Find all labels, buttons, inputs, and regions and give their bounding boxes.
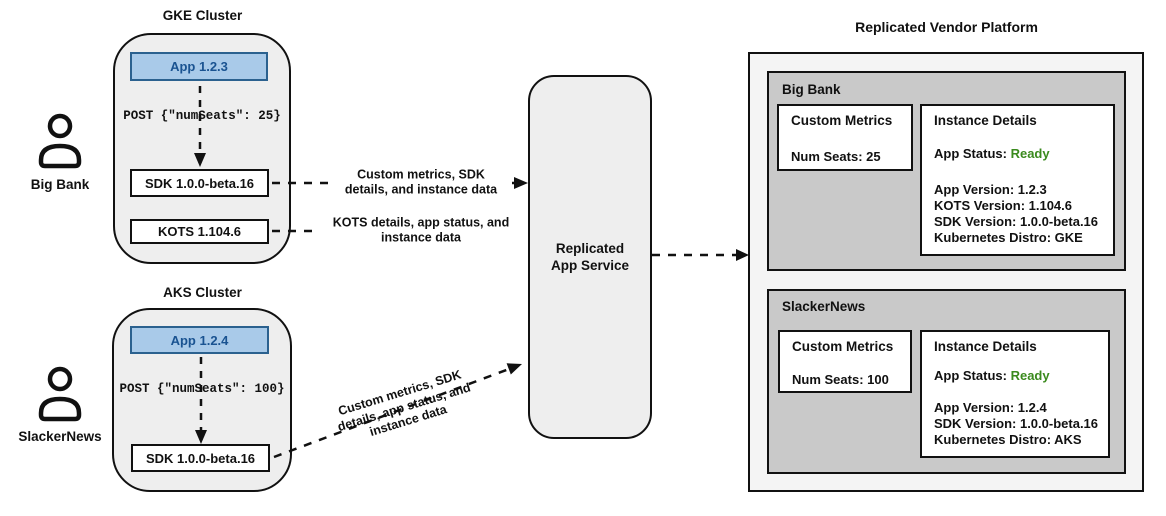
gke-cluster: App 1.2.3 POST {"numSeats": 25} SDK 1.0.… [113,33,291,264]
vendor-platform-title: Replicated Vendor Platform [855,19,1038,35]
replicated-app-service-label: Replicated App Service [550,241,630,273]
sdk-to-service-arrow-label: Custom metrics, SDK details, and instanc… [333,166,509,198]
app-status-line: App Status: Ready [934,146,1050,161]
replicated-app-service: Replicated App Service [528,75,652,439]
app-version-line: App Version: 1.2.3 [934,182,1047,197]
customer-name: SlackerNews [782,299,866,314]
instance-details-card: Instance Details App Status: Ready App V… [920,330,1110,458]
vendor-platform: Big Bank Custom Metrics Num Seats: 25 In… [748,52,1144,492]
num-seats-value: Num Seats: 25 [791,149,881,164]
num-seats-value: Num Seats: 100 [792,372,889,387]
aks-sdk-to-service-arrowhead [506,363,522,375]
custom-metrics-card: Custom Metrics Num Seats: 100 [778,330,912,393]
gke-sdk-node: SDK 1.0.0-beta.16 [130,169,269,197]
custom-metrics-title: Custom Metrics [791,113,893,128]
big-bank-user-icon [38,113,82,169]
instance-detail-lines: App Version: 1.2.3 KOTS Version: 1.104.6… [934,182,1098,246]
instance-details-title: Instance Details [934,113,1037,128]
big-bank-user-label: Big Bank [30,177,90,192]
customer-panel-big-bank: Big Bank Custom Metrics Num Seats: 25 In… [767,71,1126,271]
app-status-value: Ready [1010,368,1050,383]
gke-app-node: App 1.2.3 [130,52,268,81]
gke-sdk-to-service-arrowhead [514,177,528,189]
gke-post-request: POST {"numSeats": 25} [121,108,283,124]
instance-detail-lines: App Version: 1.2.4 SDK Version: 1.0.0-be… [934,400,1098,448]
gke-kots-node: KOTS 1.104.6 [130,219,269,244]
kubernetes-distro-line: Kubernetes Distro: GKE [934,230,1083,245]
aks-sdk-to-service-arrow-label: Custom metrics, SDK details, app status,… [335,367,473,440]
app-status-value: Ready [1010,146,1050,161]
customer-name: Big Bank [782,82,841,97]
slackernews-user-icon [38,366,82,422]
aks-cluster-title: AKS Cluster [163,285,242,300]
aks-app-node: App 1.2.4 [130,326,269,354]
app-status-line: App Status: Ready [934,368,1050,383]
aks-sdk-node: SDK 1.0.0-beta.16 [131,444,270,472]
app-version-line: App Version: 1.2.4 [934,400,1047,415]
aks-cluster: App 1.2.4 POST {"numSeats": 100} SDK 1.0… [112,308,292,492]
instance-details-card: Instance Details App Status: Ready App V… [920,104,1115,256]
customer-panel-slackernews: SlackerNews Custom Metrics Num Seats: 10… [767,289,1126,474]
sdk-version-line: SDK Version: 1.0.0-beta.16 [934,214,1099,229]
custom-metrics-card: Custom Metrics Num Seats: 25 [777,104,913,171]
slackernews-user-label: SlackerNews [18,429,102,444]
app-status-label: App Status: [934,146,1007,161]
sdk-version-line: SDK Version: 1.0.0-beta.16 [934,416,1099,431]
kubernetes-distro-line: Kubernetes Distro: AKS [934,432,1082,447]
app-status-label: App Status: [934,368,1007,383]
instance-details-title: Instance Details [934,339,1037,354]
kots-version-line: KOTS Version: 1.104.6 [934,198,1073,213]
custom-metrics-title: Custom Metrics [792,339,894,354]
aks-post-request: POST {"numSeats": 100} [117,381,287,397]
gke-cluster-title: GKE Cluster [162,8,243,23]
kots-to-service-arrow-label: KOTS details, app status, and instance d… [314,214,528,246]
